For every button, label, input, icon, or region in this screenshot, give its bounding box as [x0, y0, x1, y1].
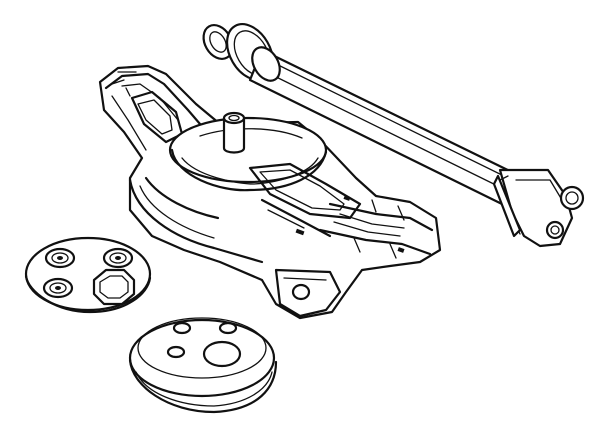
housing-frame — [98, 64, 442, 320]
base-disc — [128, 317, 278, 414]
nozzle-disc — [24, 236, 152, 314]
axle-rod — [202, 23, 585, 248]
